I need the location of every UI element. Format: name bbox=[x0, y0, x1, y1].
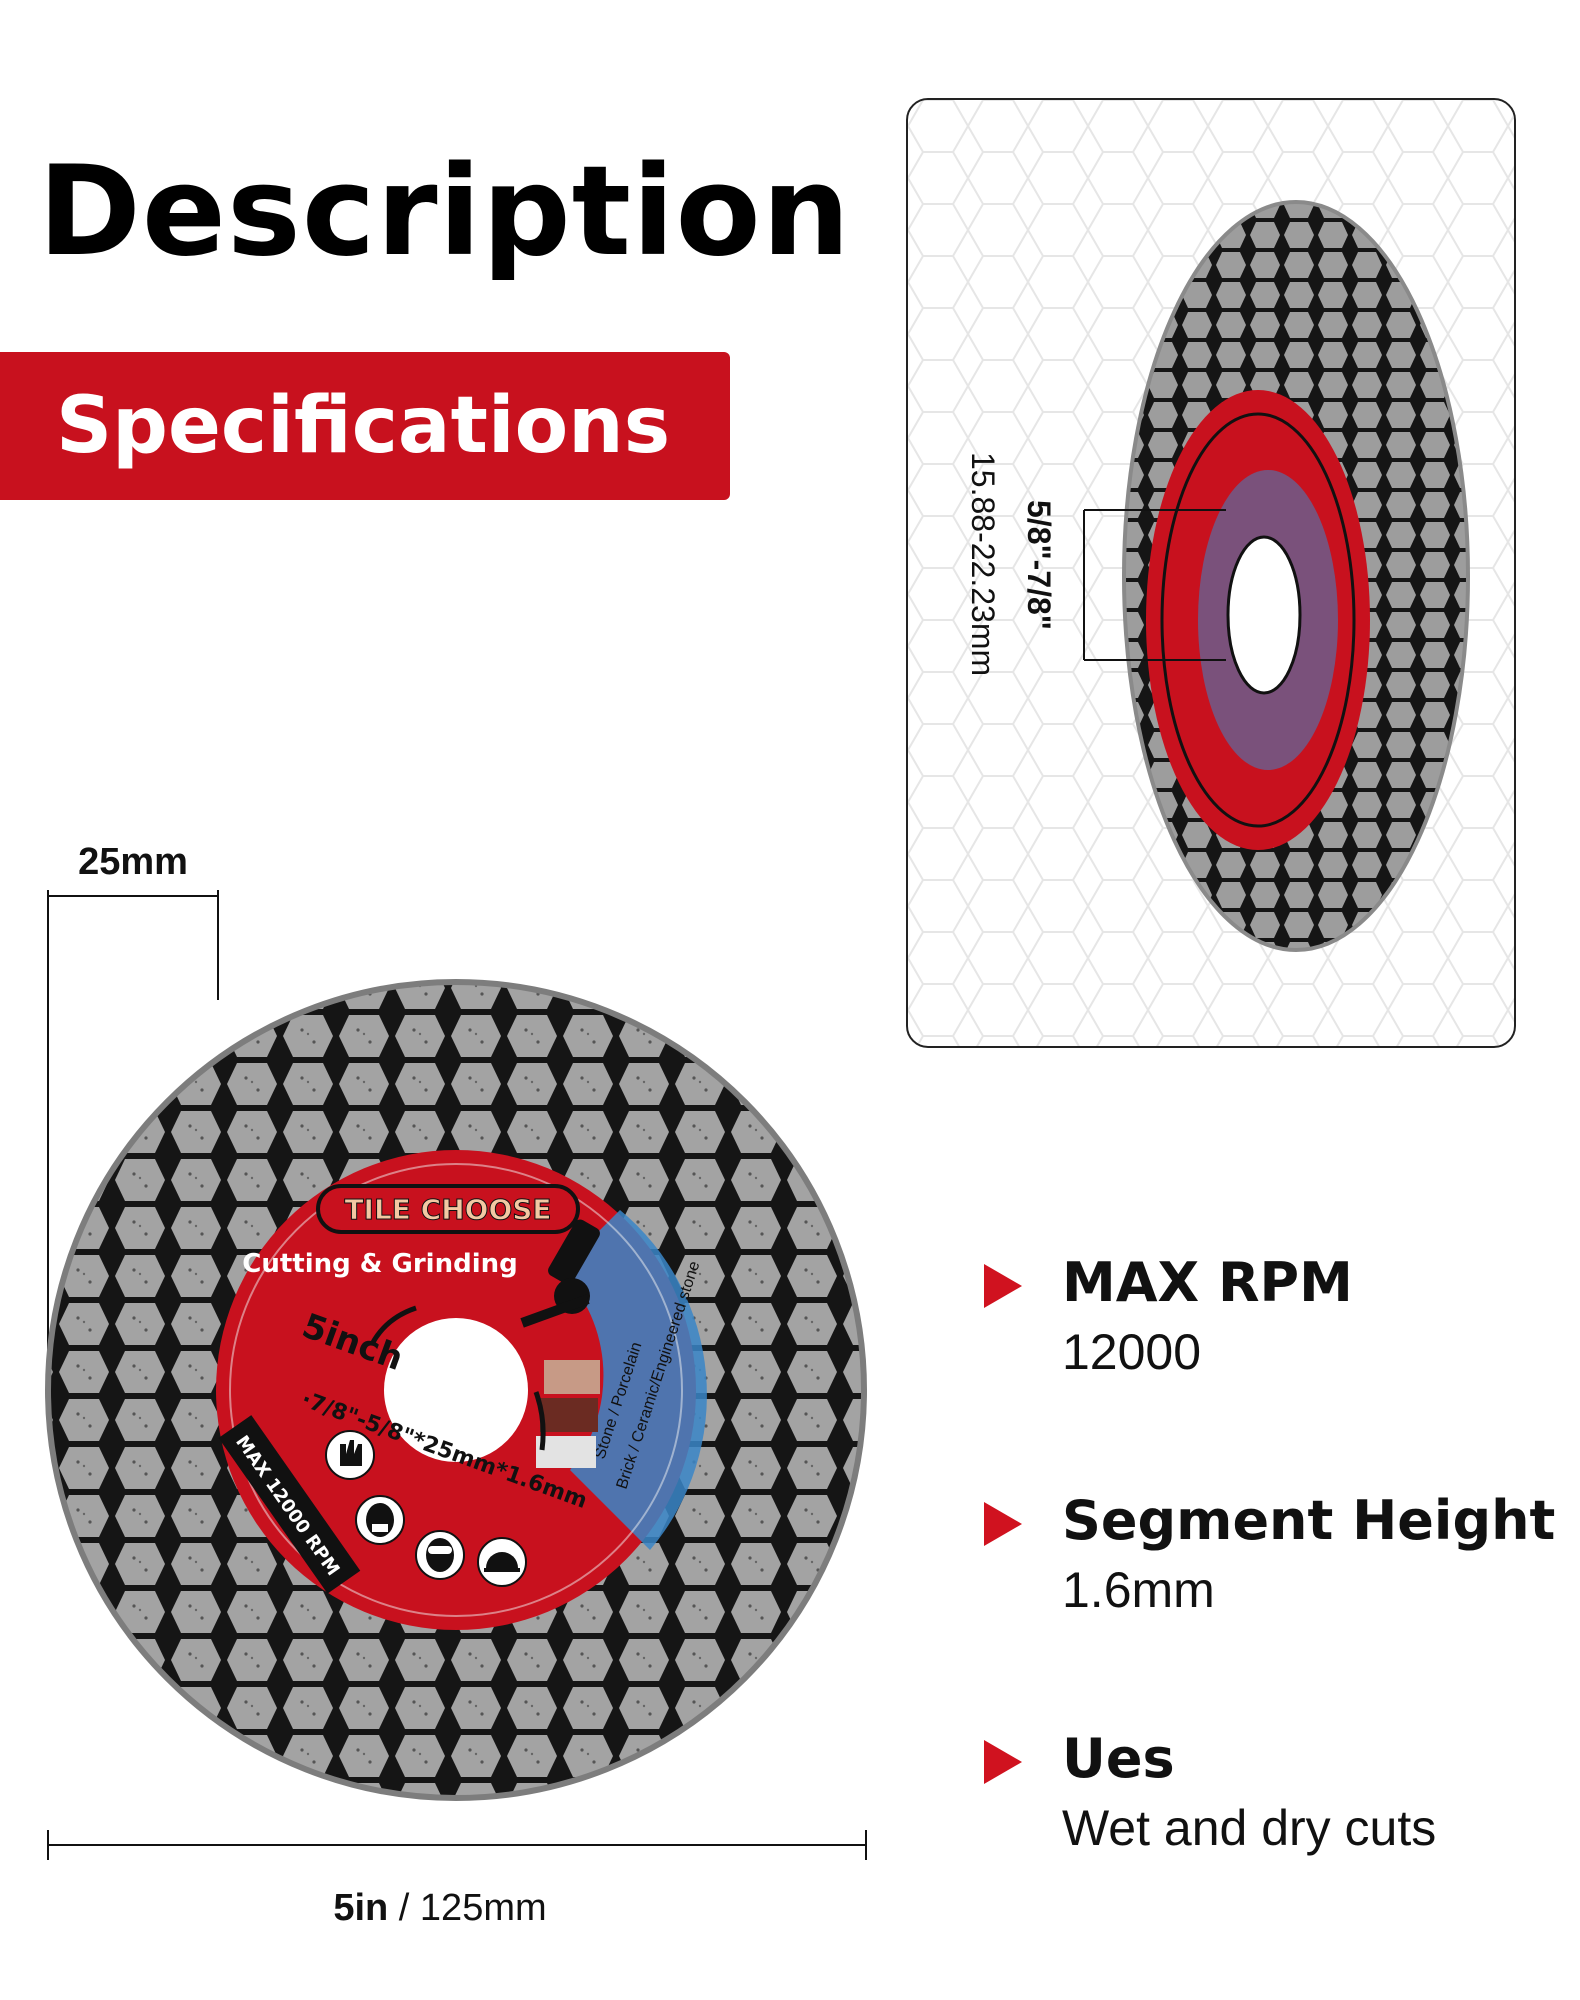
ceramic-swatch bbox=[536, 1436, 596, 1468]
diameter-dimension-label: 5in / 125mm bbox=[333, 1887, 546, 1929]
spec-value: 12000 bbox=[1062, 1324, 1202, 1380]
gloves-icon bbox=[325, 1430, 375, 1480]
triangle-bullet-icon bbox=[984, 1264, 1022, 1308]
bore-dimension-bracket bbox=[1083, 509, 1226, 661]
brand-name: TILE CHOOSE bbox=[344, 1193, 551, 1226]
blade-angle-photo-card: 5/8"-7/8" 15.88-22.23mm bbox=[906, 98, 1516, 1048]
grinder-icon bbox=[520, 1219, 600, 1328]
rotation-arrow-icon bbox=[369, 1305, 417, 1346]
rotation-arrow-icon bbox=[533, 1391, 546, 1451]
specifications-banner: Specifications bbox=[0, 352, 730, 500]
thickness-dimension-label: 25mm bbox=[78, 841, 188, 883]
blade-subtitle: Cutting & Grinding bbox=[242, 1249, 518, 1279]
blade-front-illustration: 25mm TILE CHOOSE Cutting & Grinding 5inc… bbox=[45, 841, 867, 1929]
blade-angle-illustration: 5/8"-7/8" 15.88-22.23mm bbox=[908, 100, 1514, 1046]
spec-value: Wet and dry cuts bbox=[1062, 1800, 1437, 1856]
spec-value: 1.6mm bbox=[1062, 1562, 1215, 1618]
thickness-dimension-marker bbox=[47, 890, 219, 1400]
arbor-hole bbox=[384, 1318, 528, 1462]
spec-label: Ues bbox=[1062, 1727, 1175, 1790]
brick-swatch bbox=[540, 1398, 598, 1432]
diameter-dimension-marker bbox=[47, 1830, 867, 1860]
specifications-banner-label: Specifications bbox=[56, 381, 671, 471]
bore-mm-dimension: 15.88-22.23mm bbox=[965, 452, 1001, 676]
rpm-plate bbox=[218, 1415, 361, 1594]
spec-label: Segment Height bbox=[1062, 1489, 1556, 1552]
helmet-icon bbox=[477, 1537, 527, 1587]
stone-swatch bbox=[544, 1360, 600, 1394]
triangle-bullet-icon bbox=[984, 1740, 1022, 1784]
brand-plate bbox=[316, 1184, 580, 1234]
mask-icon bbox=[355, 1495, 405, 1545]
triangle-bullet-icon bbox=[984, 1502, 1022, 1546]
bore-inch-dimension: 5/8"-7/8" bbox=[1021, 500, 1057, 630]
page-title: Description bbox=[38, 140, 852, 284]
goggles-icon bbox=[415, 1530, 465, 1580]
spec-label: MAX RPM bbox=[1062, 1251, 1353, 1314]
